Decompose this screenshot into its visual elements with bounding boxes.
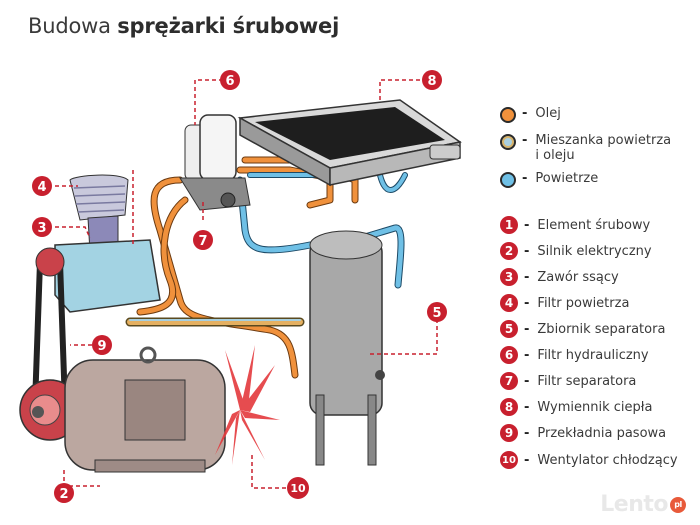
legend-part-7: 7-Filtr separatora: [500, 372, 636, 390]
oil-dot-icon: [500, 107, 516, 123]
heat-exchanger: [237, 99, 462, 187]
svg-text:7: 7: [198, 234, 207, 249]
legend-part-10: 10-Wentylator chłodzący: [500, 451, 678, 469]
mix-dot-icon: [500, 134, 516, 150]
svg-text:2: 2: [59, 487, 68, 502]
callout-9: 9: [92, 335, 112, 355]
hydraulic-filter: [179, 114, 251, 211]
title-regular: Budowa: [28, 14, 111, 38]
svg-text:6: 6: [225, 74, 234, 89]
title-bold: sprężarki śrubowej: [117, 14, 340, 38]
separator-tank: [309, 230, 385, 466]
callout-2: 2: [54, 483, 74, 503]
svg-text:4: 4: [37, 180, 46, 195]
callout-6: 6: [220, 70, 240, 90]
legend-part-5: 5-Zbiornik separatora: [500, 320, 665, 338]
svg-text:8: 8: [427, 74, 436, 89]
callout-7: 7: [193, 230, 213, 250]
legend-item-air: - Powietrze: [500, 171, 598, 188]
callout-10: 10: [287, 477, 309, 499]
air-dot-icon: [500, 172, 516, 188]
callout-4: 4: [32, 176, 52, 196]
page-title: Budowa sprężarki śrubowej: [28, 14, 339, 38]
legend-part-9: 9-Przekładnia pasowa: [500, 424, 666, 442]
svg-text:5: 5: [432, 306, 441, 321]
callout-3: 3: [32, 217, 52, 237]
legend-part-4: 4-Filtr powietrza: [500, 294, 629, 312]
legend-part-2: 2-Silnik elektryczny: [500, 242, 652, 260]
cooling-fan: [215, 345, 280, 465]
legend-part-8: 8-Wymiennik ciepła: [500, 398, 652, 416]
legend-part-6: 6-Filtr hydrauliczny: [500, 346, 649, 364]
lento-badge-icon: pl: [670, 496, 686, 513]
legend-item-oil: - Olej: [500, 106, 561, 123]
legend-part-3: 3-Zawór ssący: [500, 268, 619, 286]
svg-text:3: 3: [37, 221, 46, 236]
svg-text:10: 10: [290, 482, 306, 495]
electric-motor: [64, 346, 226, 473]
screw-element: [54, 174, 161, 313]
callout-5: 5: [427, 302, 447, 322]
callout-8: 8: [422, 70, 442, 90]
legend-part-1: 1-Element śrubowy: [500, 216, 650, 234]
svg-text:9: 9: [97, 339, 106, 354]
